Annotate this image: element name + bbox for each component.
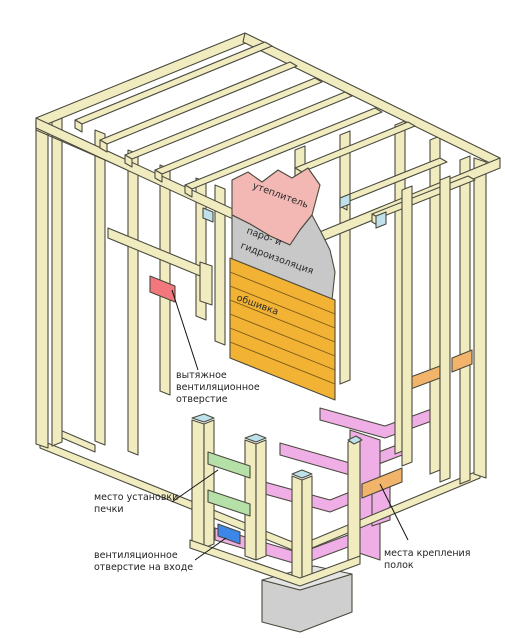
label-shelf-line2: полок [384, 560, 414, 571]
post-cap [202, 207, 214, 223]
label-stove-line2: печки [94, 504, 124, 515]
leader-inlet [194, 537, 227, 561]
floor-joist [319, 405, 441, 439]
shelf-mount [451, 349, 473, 373]
stove-brace [207, 451, 251, 479]
cladding-layer [229, 257, 336, 401]
inlet-vent [217, 523, 241, 545]
label-inlet-line2: отверстие на входе [94, 562, 193, 573]
label-exhaust-line1: вытяжное [176, 370, 227, 381]
label-inlet-line1: вентиляционное [94, 550, 178, 561]
leader-stove [171, 469, 219, 503]
label-stove-line1: место установки [94, 492, 178, 503]
post-cap [339, 193, 351, 209]
shelf-mount [361, 467, 403, 499]
label-exhaust-line2: вентиляционное [176, 382, 260, 393]
label-shelf-line1: места крепления [384, 548, 470, 559]
leader-exhaust [171, 289, 199, 371]
floor-joist [279, 439, 411, 476]
stove-brace [207, 489, 251, 517]
leader-shelf [379, 483, 409, 541]
exhaust-vent [149, 275, 176, 303]
label-exhaust-line3: отверстие [176, 394, 228, 405]
post-cap [375, 211, 387, 229]
